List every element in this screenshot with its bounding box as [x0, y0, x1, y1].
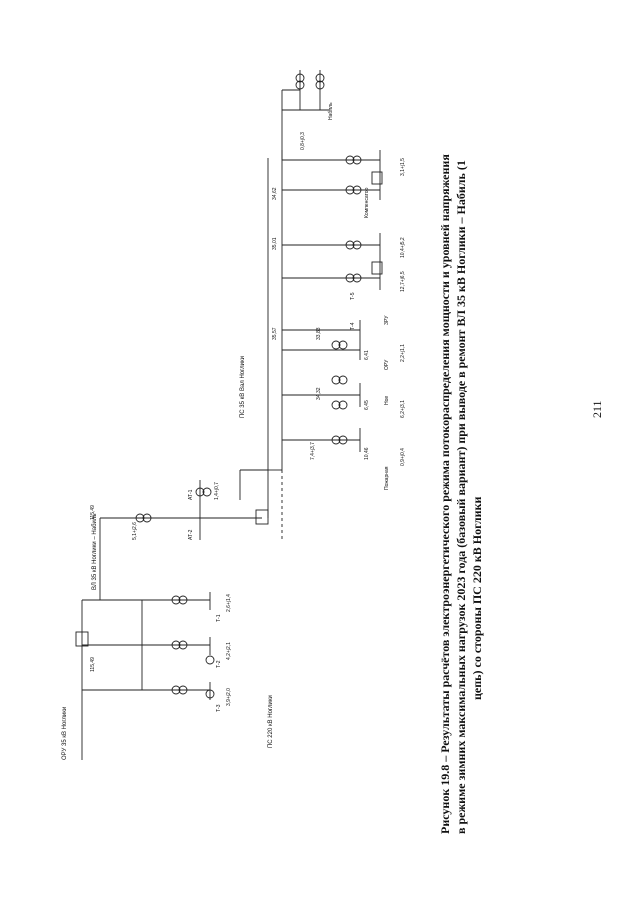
bus-voltage: 115,49 — [90, 505, 96, 520]
flow-label: 12,7+j6,5 — [400, 271, 406, 292]
breaker-box — [75, 631, 89, 647]
flow-label: 3,9+j2,0 — [226, 688, 232, 706]
flow-label: 6,2+j3,1 — [400, 400, 406, 418]
flow-label: 0,9+j0,4 — [400, 448, 406, 466]
label-right-substation: ПС 35 кВ Вал Ноглики — [240, 355, 246, 418]
caption-line-2: в режиме зимних максимальных нагрузок 20… — [454, 160, 468, 834]
transformer-label: Т-2 — [216, 660, 222, 669]
bus-voltage: 115,49 — [90, 657, 96, 672]
load-label: Компенсатор — [364, 187, 370, 218]
bus-voltage: 35,57 — [272, 327, 278, 340]
transformer-label: Т-4 — [350, 322, 356, 331]
caption-line-3: цепь) со стороны ПС 220 кВ Ноглики — [470, 496, 484, 700]
bus-voltage: 6,45 — [364, 400, 370, 410]
flow-label: 10,4+j5,2 — [400, 237, 406, 258]
bus-voltage: 35,01 — [272, 237, 278, 250]
flow-label: 2,2+j1,1 — [400, 344, 406, 362]
transformer-label: Т-3 — [216, 704, 222, 713]
flow-label: 4,2+j2,1 — [226, 642, 232, 660]
caption-line-1: Рисунок 19.8 – Результаты расчётов элект… — [438, 154, 452, 834]
load-label: Набиль — [328, 102, 334, 120]
bus-voltage: 10,46 — [364, 447, 370, 460]
load-label: Пожарная — [384, 466, 390, 490]
flow-label: 2,6+j1,4 — [226, 594, 232, 612]
bus-voltage: 34,62 — [272, 187, 278, 200]
load-label: Нов — [384, 395, 390, 405]
transformer-label: Т-1 — [216, 614, 222, 623]
bus-voltage: 6,41 — [364, 350, 370, 360]
flow-label: 7,4+j3,7 — [310, 442, 316, 460]
transformer-label: Т-5 — [350, 292, 356, 301]
label-left-substation: ПС 220 кВ Ноглики — [268, 695, 274, 748]
flow-label: 0,8+j0,3 — [300, 132, 306, 150]
load-label: ОРУ — [384, 359, 390, 370]
label-line: ВЛ 35 кВ Ноглики – Набиль — [92, 513, 98, 591]
transformer-label: АТ-2 — [188, 529, 194, 540]
load-label: ЗРУ — [384, 315, 390, 325]
transformer-label: АТ-1 — [188, 489, 194, 500]
label-ru35: ОРУ 35 кВ Ноглики — [62, 706, 68, 760]
flow-label: 5,1+j2,6 — [132, 522, 138, 540]
flow-label: 3,1+j1,5 — [400, 158, 406, 176]
flow-label: 1,4+j0,7 — [214, 482, 220, 500]
bus-voltage: 34,32 — [316, 387, 322, 400]
bus-voltage: 33,83 — [316, 327, 322, 340]
page-number: 211 — [590, 400, 604, 418]
